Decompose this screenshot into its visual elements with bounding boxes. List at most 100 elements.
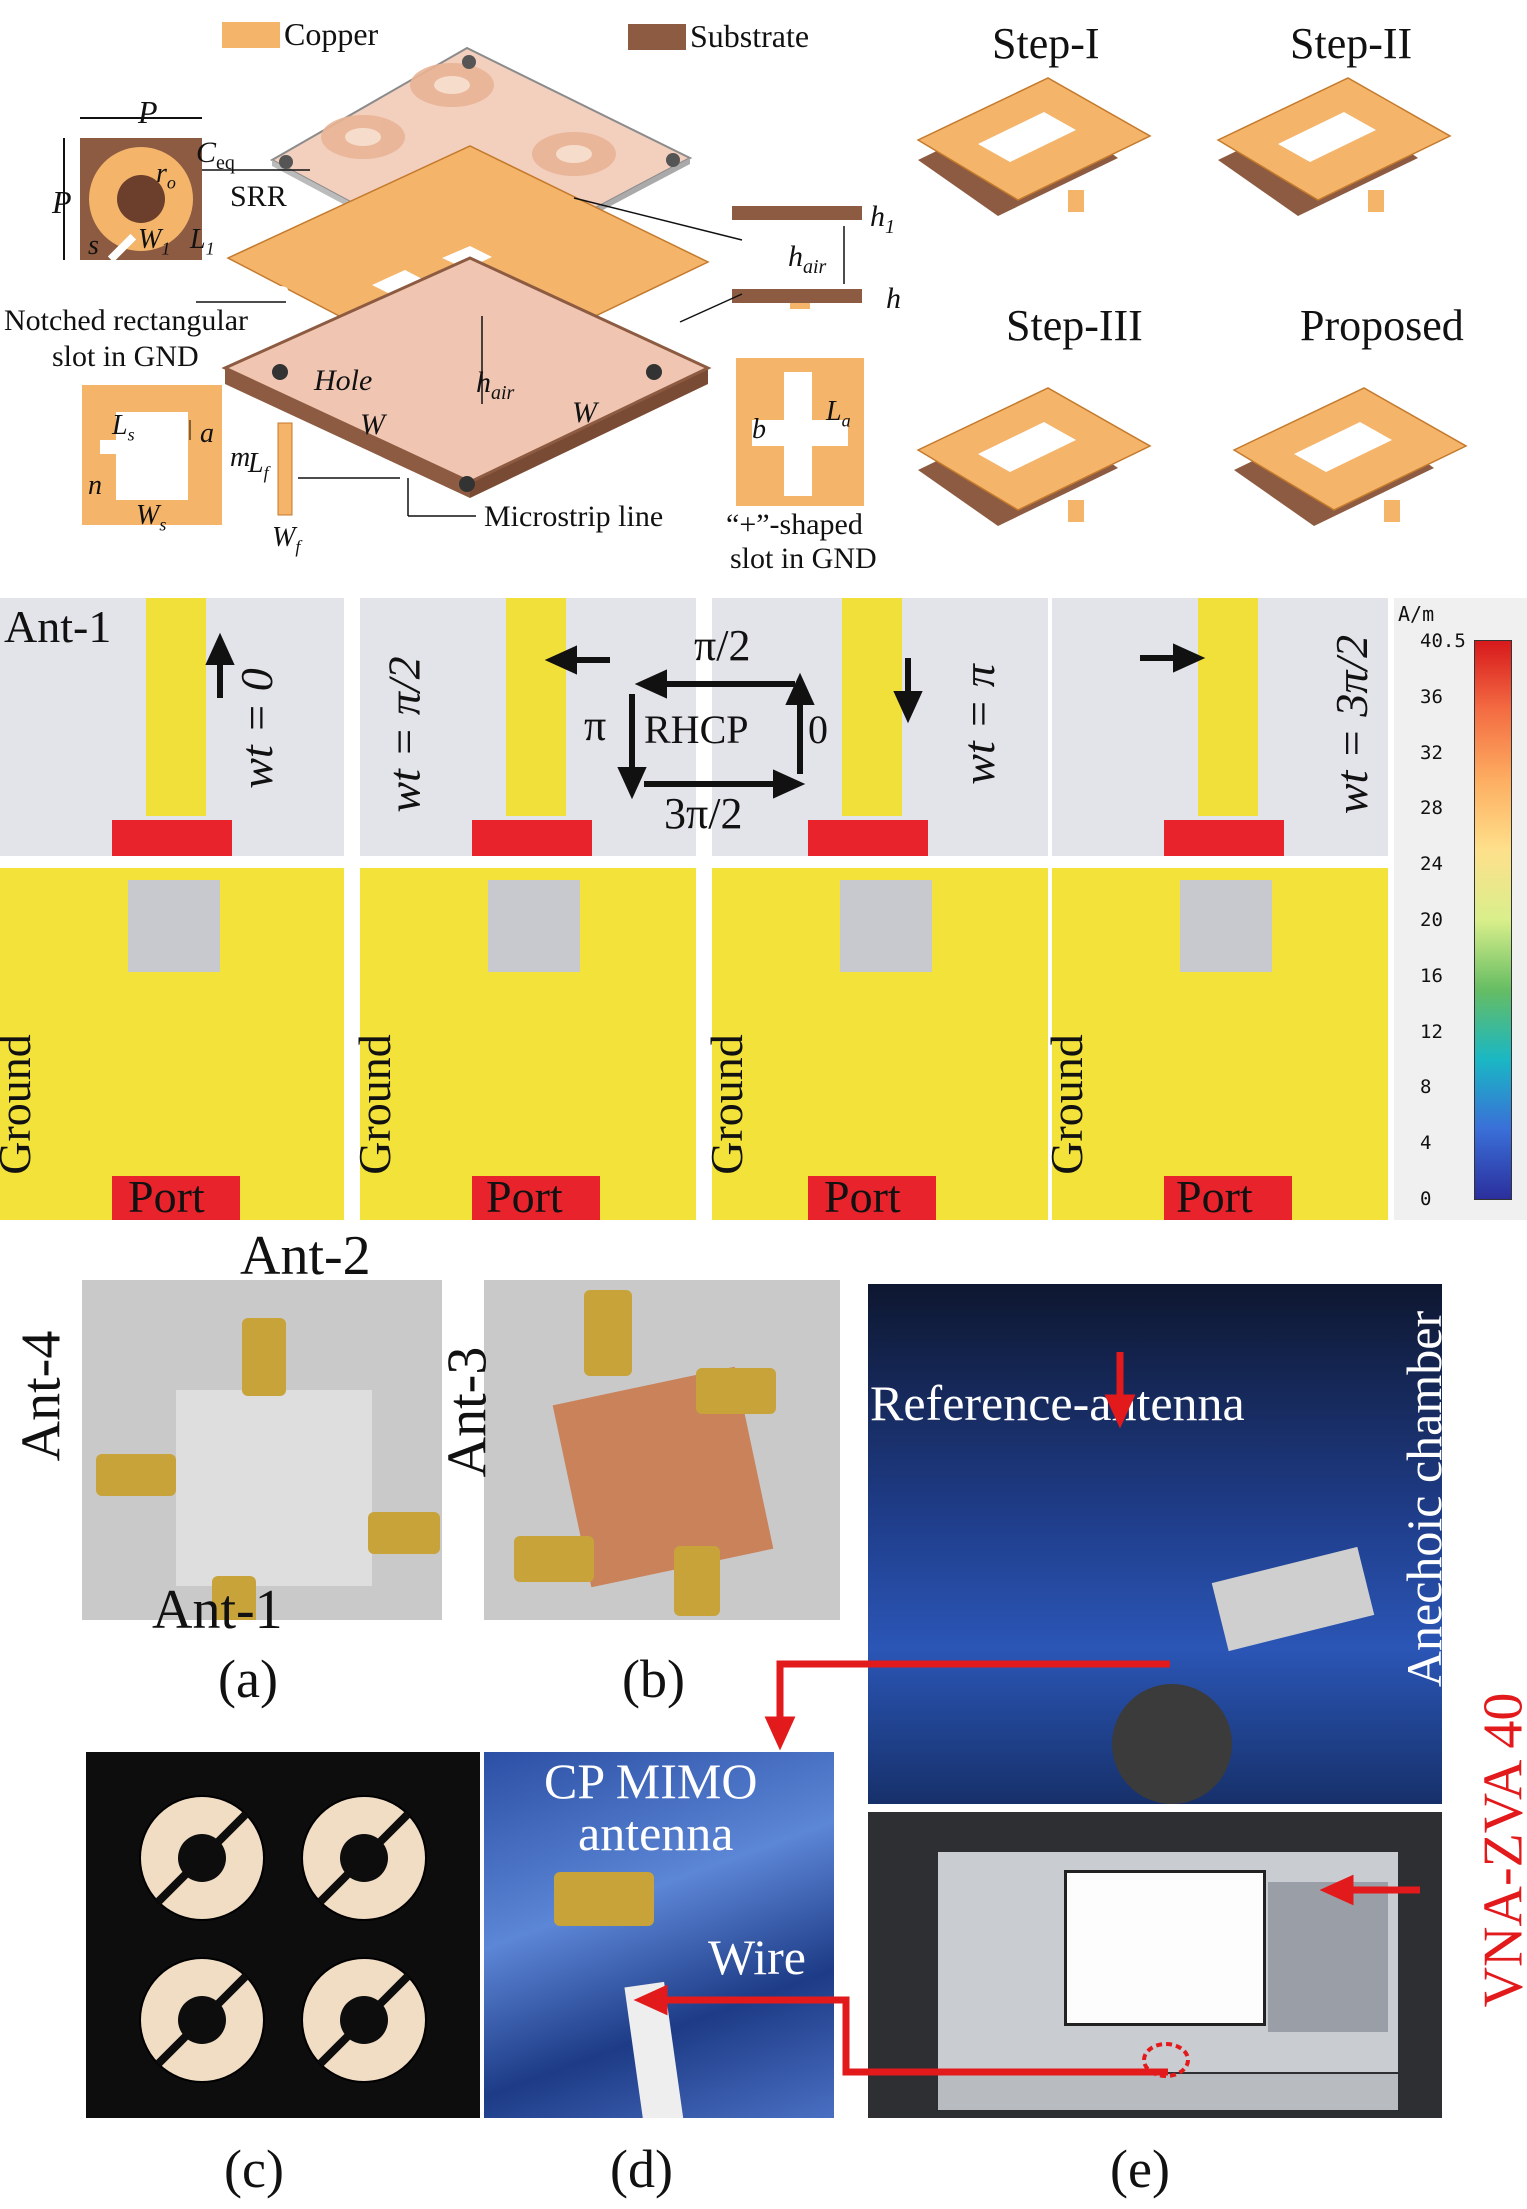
colorbar: A/m 40.5 36 32 28 24 20 16 12 8 4 0 xyxy=(1394,598,1527,1220)
port-label-4: Port xyxy=(1176,1171,1253,1222)
m-label: m xyxy=(230,442,251,473)
n-label: n xyxy=(88,470,102,501)
ground-label-3: Ground xyxy=(700,1034,752,1175)
wire-label: Wire xyxy=(708,1929,806,1985)
microstrip-label: Microstrip line xyxy=(484,500,664,533)
srr-label: SRR xyxy=(230,180,287,213)
caption-a: (a) xyxy=(218,1649,278,1709)
cp-mimo-label-line1: CP MIMO xyxy=(544,1753,758,1809)
colorbar-tick-label: 16 xyxy=(1420,964,1443,987)
colorbar-tick-label: 24 xyxy=(1420,853,1443,876)
photo-a xyxy=(82,1280,442,1620)
reference-antenna-label: Reference-antenna xyxy=(870,1375,1245,1431)
step-3-label: Step-III xyxy=(1006,301,1143,350)
s-label: s xyxy=(88,230,99,261)
rhcp-top-label: π/2 xyxy=(694,621,751,670)
w1-label: W1 xyxy=(138,224,171,259)
ant1-current-label: Ant-1 xyxy=(4,601,112,652)
srr-board-svg xyxy=(139,1795,427,2083)
colorbar-tick-label: 28 xyxy=(1420,797,1443,820)
la-label: La xyxy=(826,396,851,431)
copper-swatch xyxy=(222,22,280,48)
h1-label: h1 xyxy=(870,200,895,238)
hair2-label: hair xyxy=(476,366,515,404)
lf-label: Lf xyxy=(248,448,269,483)
colorbar-tick-label: 4 xyxy=(1420,1132,1432,1155)
phase-label-3: wt = π xyxy=(952,664,1004,785)
ground-panel-2 xyxy=(360,868,696,1220)
w-label-b: W xyxy=(572,396,597,429)
step-2-label: Step-II xyxy=(1290,19,1413,68)
substrate-swatch xyxy=(628,24,686,50)
design-steps: Step-I Step-II Step-III Proposed xyxy=(910,0,1527,580)
rhcp-label: RHCP xyxy=(644,707,749,752)
b-label: b xyxy=(752,414,766,445)
cp-mimo-label-line2: antenna xyxy=(578,1805,734,1861)
connector-arrows xyxy=(633,1352,1420,2078)
p-top-label: P xyxy=(138,94,158,130)
rhcp-right-label: 0 xyxy=(808,707,828,752)
ls-label: Ls xyxy=(112,410,135,445)
photo-d xyxy=(484,1752,834,2118)
proposed-label: Proposed xyxy=(1300,301,1464,350)
current-distribution: Ant-1 π/2 π RHCP 0 3π/2 wt = 0 wt = π/2 … xyxy=(0,598,1527,1222)
feed-panel-1 xyxy=(0,598,344,856)
caption-b: (b) xyxy=(622,1649,685,1709)
plus-slot-label-line2: slot in GND xyxy=(730,542,877,575)
photo-e-vna xyxy=(868,1812,1442,2118)
caption-d: (d) xyxy=(610,2139,673,2199)
step-1-label: Step-I xyxy=(992,19,1100,68)
port-label-1: Port xyxy=(128,1171,205,1222)
ground-label-4: Ground xyxy=(1040,1034,1092,1175)
ro-label: ro xyxy=(156,158,176,193)
photo-b xyxy=(484,1280,840,1620)
ground-label-2: Ground xyxy=(348,1034,400,1175)
photo-c xyxy=(86,1752,480,2118)
photo-e-chamber xyxy=(868,1284,1442,1804)
colorbar-tick-label: 40.5 xyxy=(1420,630,1466,652)
photos-section: Ant-2 Ant-4 Ant-1 (a) Ant-3 (b) (c) xyxy=(0,1224,1527,2209)
ground-label-1: Ground xyxy=(0,1034,40,1175)
rhcp-bottom-label: 3π/2 xyxy=(664,789,743,838)
plus-slot-label-line1: “+”-shaped xyxy=(726,508,863,541)
ant1-photo-label: Ant-1 xyxy=(152,1579,283,1641)
p-left-label: P xyxy=(52,184,72,220)
ceq-label: Ceq xyxy=(196,136,235,174)
legend-copper-label: Copper xyxy=(284,16,379,52)
l1-label: L1 xyxy=(190,224,215,259)
colorbar-unit: A/m xyxy=(1398,602,1435,626)
w-label-a: W xyxy=(360,408,385,441)
ground-panel-3 xyxy=(712,868,1048,1220)
colorbar-tick-label: 36 xyxy=(1420,685,1443,708)
caption-c: (c) xyxy=(224,2139,284,2199)
ground-panel-4 xyxy=(1052,868,1388,1220)
ws-label: Ws xyxy=(136,500,167,535)
caption-e: (e) xyxy=(1110,2139,1170,2199)
notched-slot-label-line2: slot in GND xyxy=(52,340,199,373)
colorbar-tick-label: 0 xyxy=(1420,1188,1432,1210)
port-label-2: Port xyxy=(486,1171,563,1222)
colorbar-tick-label: 32 xyxy=(1420,741,1443,764)
phase-label-4: wt = 3π/2 xyxy=(1326,634,1378,815)
wf-label: Wf xyxy=(272,522,301,557)
port-label-3: Port xyxy=(824,1171,901,1222)
h-label: h xyxy=(886,282,901,315)
structure-diagram: Copper Substrate P P Ceq ro SRR s W1 L1 … xyxy=(0,0,910,580)
a-label: a xyxy=(200,418,214,449)
feed-panel-3 xyxy=(712,598,1048,856)
phase-label-2: wt = π/2 xyxy=(378,656,430,813)
phase-label-1: wt = 0 xyxy=(230,668,282,789)
colorbar-tick-label: 20 xyxy=(1420,909,1443,931)
ant2-label: Ant-2 xyxy=(240,1225,371,1287)
colorbar-tick-label: 12 xyxy=(1420,1020,1443,1043)
feed-panel-4 xyxy=(1052,598,1388,856)
notched-slot-label-line1: Notched rectangular xyxy=(4,304,249,337)
hair-label: hair xyxy=(788,240,827,278)
ground-panel-1 xyxy=(0,868,344,1220)
feed-panel-2 xyxy=(360,598,696,856)
colorbar-gradient xyxy=(1474,640,1512,1200)
hole-label: Hole xyxy=(314,364,373,397)
colorbar-tick-label: 8 xyxy=(1420,1076,1432,1099)
rhcp-left-label: π xyxy=(584,701,607,750)
legend-substrate-label: Substrate xyxy=(690,18,810,54)
